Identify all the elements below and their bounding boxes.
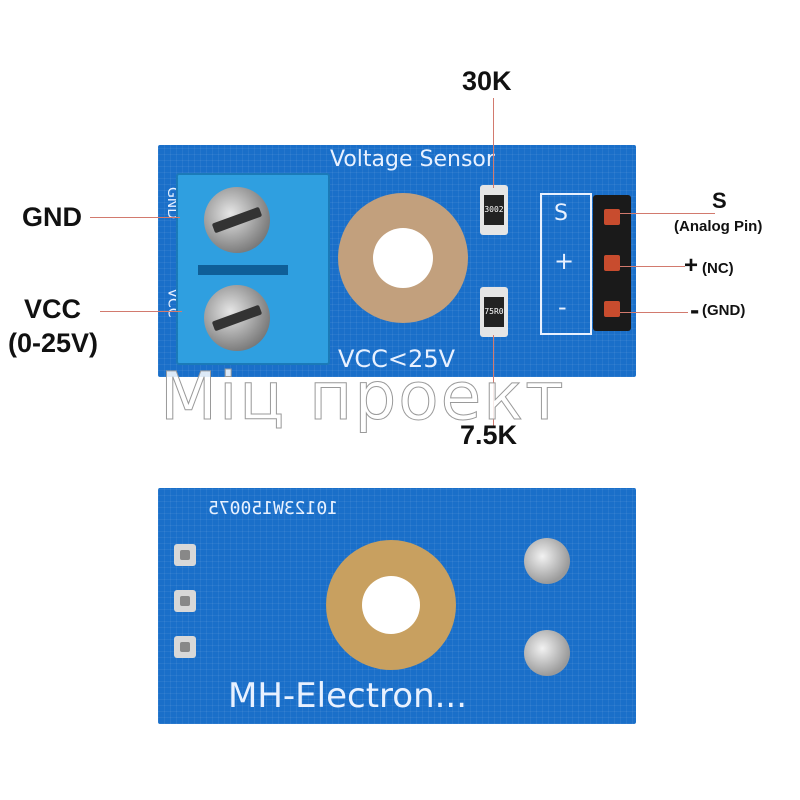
label-30k: 30K — [462, 66, 512, 96]
silk-minus: - — [558, 293, 567, 321]
top-pcb-board: Voltage Sensor VCC<25V GND VCC 3002 75R0… — [158, 145, 636, 377]
silk-plus: + — [554, 247, 575, 275]
header-silk-box: S + - — [540, 193, 592, 335]
label-vcc: VCC — [24, 294, 82, 324]
leader-nc — [620, 266, 685, 267]
mounting-hole — [338, 193, 468, 323]
leader-30k — [493, 98, 494, 188]
leader-7-5k — [493, 335, 494, 427]
label-nc: (NC) — [702, 260, 734, 277]
label-vcc-range: (0-25V) — [8, 328, 99, 358]
screw-vcc-terminal — [204, 285, 270, 351]
vcc-limit-label: VCC<25V — [338, 345, 455, 373]
label-plus: + — [684, 252, 699, 279]
pin-gnd — [604, 301, 620, 317]
solder-pad-3 — [174, 636, 196, 658]
watermark-text: Міц проект — [160, 358, 566, 436]
leader-minus — [620, 312, 688, 313]
label-minus: - — [690, 294, 700, 325]
label-s: S — [712, 188, 727, 213]
pin-header — [593, 195, 631, 331]
bottom-pcb-board: 10123W150075 MH-Electron... — [158, 488, 636, 724]
solder-pad-2 — [174, 590, 196, 612]
leader-vcc — [100, 311, 182, 312]
solder-pad-1 — [174, 544, 196, 566]
board-title: Voltage Sensor — [330, 147, 495, 172]
pin-s — [604, 209, 620, 225]
serial-number: 10123W150075 — [208, 498, 339, 519]
solder-joint-1 — [524, 538, 570, 584]
label-gnd-pin: (GND) — [702, 302, 746, 319]
screw-terminal-block — [176, 173, 330, 365]
brand-text: MH-Electron... — [228, 676, 468, 716]
leader-s — [620, 213, 715, 214]
resistor-7-5k: 75R0 — [480, 287, 508, 337]
resistor-30k: 3002 — [480, 185, 508, 235]
silk-s: S — [554, 201, 568, 226]
screw-gnd-terminal — [204, 187, 270, 253]
label-gnd: GND — [22, 202, 82, 232]
solder-joint-2 — [524, 630, 570, 676]
mounting-hole-bottom — [326, 540, 456, 670]
pin-nc — [604, 255, 620, 271]
label-7-5k: 7.5K — [460, 420, 518, 450]
label-analog-pin: (Analog Pin) — [674, 218, 763, 235]
leader-gnd — [90, 217, 180, 218]
